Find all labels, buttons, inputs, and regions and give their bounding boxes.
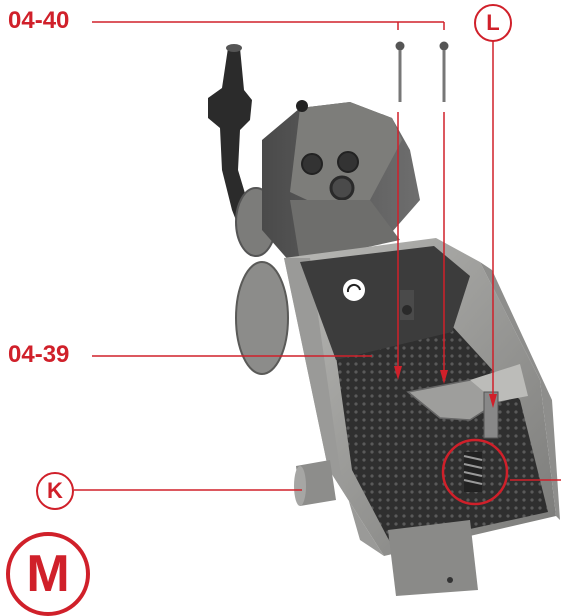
screw-left [395, 41, 405, 102]
pedal [406, 364, 528, 439]
section-letter-text: M [26, 545, 70, 603]
spring-assembly [463, 452, 483, 492]
spring-highlight-circle [441, 438, 509, 506]
machine-illustration [74, 21, 561, 596]
part-number-04-40: 04-40 [8, 7, 70, 34]
callout-L: L [474, 4, 512, 42]
tow-hitch [294, 460, 336, 506]
screw-right [439, 41, 449, 102]
cap-icon [343, 279, 365, 301]
engine-hood [262, 100, 420, 262]
exhaust-pipe [208, 44, 262, 256]
left-rear-wheel [235, 261, 289, 375]
part-number-04-39: 04-39 [8, 341, 70, 368]
callout-K-text: K [47, 478, 63, 503]
diagram-canvas: 04-40 04-39 L K M [6, 4, 561, 616]
callout-L-text: L [486, 10, 500, 35]
callout-K: K [36, 472, 74, 510]
leader-lines [74, 21, 561, 491]
section-letter-M: M [6, 532, 90, 616]
bottom-block [388, 520, 478, 596]
